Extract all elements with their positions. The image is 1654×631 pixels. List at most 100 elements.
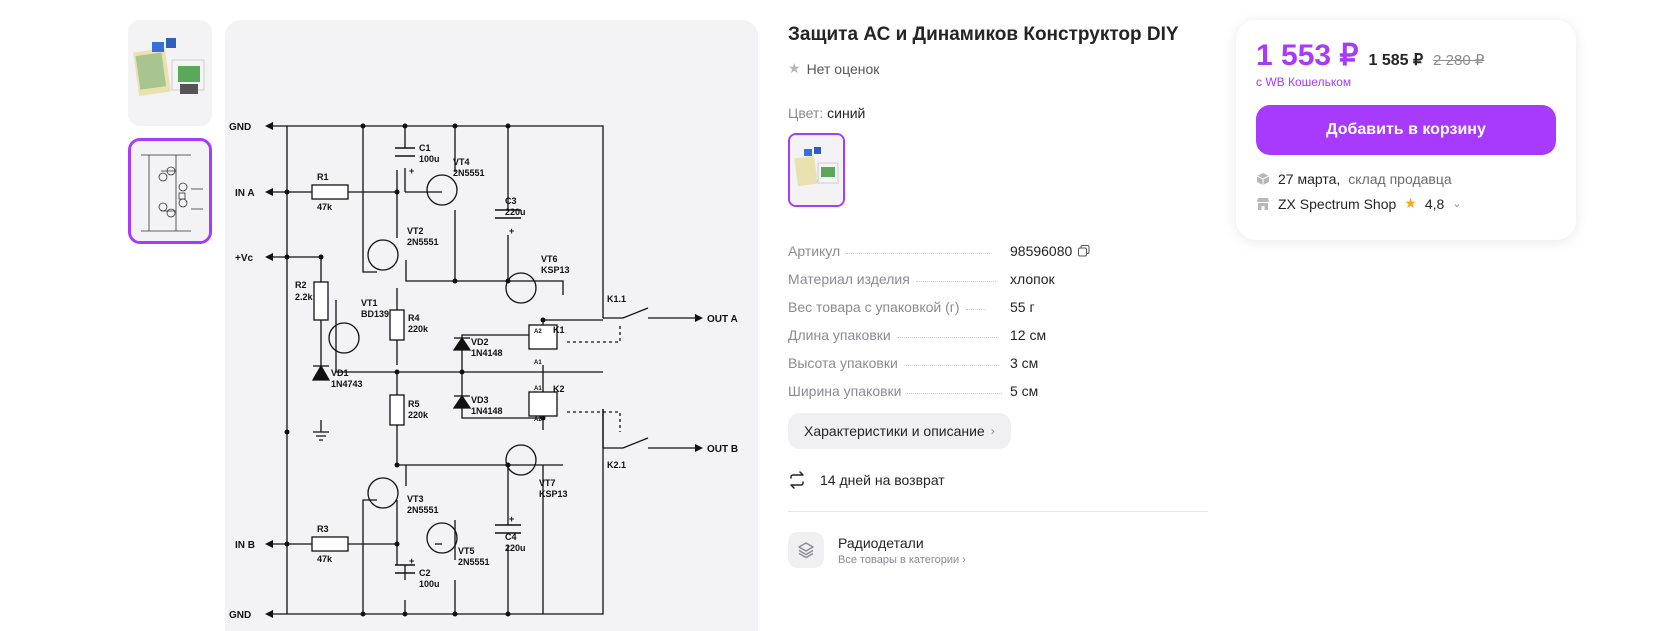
old-price: 2 280 ₽: [1433, 52, 1485, 69]
svg-text:BD139: BD139: [361, 309, 389, 319]
spec-key: Материал изделия: [788, 271, 910, 287]
color-swatch-blue[interactable]: [788, 133, 845, 207]
divider: [788, 511, 1208, 512]
svg-text:R4: R4: [408, 313, 420, 323]
svg-text:2N5551: 2N5551: [407, 505, 439, 515]
swatch-image: [790, 135, 843, 205]
svg-text:1N4743: 1N4743: [331, 379, 363, 389]
add-to-cart-button[interactable]: Добавить в корзину: [1256, 105, 1556, 155]
svg-text:47k: 47k: [317, 202, 333, 212]
svg-text:VD3: VD3: [471, 395, 489, 405]
svg-text:R2: R2: [295, 280, 307, 290]
spec-value: 5 см: [1010, 383, 1039, 399]
svg-text:2N5551: 2N5551: [407, 237, 439, 247]
wallet-note[interactable]: с WB Кошельком: [1256, 75, 1352, 89]
svg-text:OUT B: OUT B: [707, 444, 738, 455]
svg-text:K1.1: K1.1: [607, 294, 626, 304]
svg-text:VT3: VT3: [407, 494, 424, 504]
svg-text:GND: GND: [229, 122, 251, 133]
category-subtitle: Все товары в категории ›: [838, 553, 966, 566]
delivery-date: 27 марта,: [1278, 171, 1341, 187]
thumbnail-kit-photo[interactable]: [128, 20, 212, 126]
return-text: 14 дней на возврат: [820, 472, 945, 488]
spec-row: Высота упаковки 3 см: [788, 343, 1208, 371]
layers-icon: [788, 532, 824, 568]
seller-row[interactable]: ZX Spectrum Shop ★ 4,8 ⌄: [1256, 195, 1556, 212]
svg-text:A1: A1: [534, 386, 542, 392]
star-icon: ★: [788, 60, 801, 76]
svg-text:100u: 100u: [419, 579, 440, 589]
product-title: Защита АС и Динамиков Конструктор DIY: [788, 24, 1179, 45]
spec-value: 55 г: [1010, 299, 1035, 315]
svg-text:A1: A1: [534, 360, 542, 366]
spec-dots: [907, 393, 1003, 394]
rating-text: Нет оценок: [806, 60, 880, 77]
svg-text:R5: R5: [408, 399, 420, 409]
spec-key: Высота упаковки: [788, 355, 898, 371]
svg-text:220u: 220u: [505, 543, 526, 553]
spec-row: Длина упаковки 12 см: [788, 315, 1208, 343]
svg-text:100u: 100u: [419, 154, 440, 164]
svg-text:R3: R3: [317, 524, 329, 534]
svg-text:K2.1: K2.1: [607, 460, 626, 470]
svg-text:VT6: VT6: [541, 254, 558, 264]
color-value: синий: [827, 105, 866, 121]
chevron-down-icon: ⌄: [1452, 198, 1462, 210]
box-icon: [1256, 173, 1270, 185]
svg-text:KSP13: KSP13: [541, 265, 570, 275]
svg-text:+: +: [509, 514, 514, 524]
svg-text:OUT A: OUT A: [707, 314, 738, 325]
store-icon: [1257, 197, 1269, 210]
svg-text:VD1: VD1: [331, 368, 349, 378]
svg-text:C2: C2: [419, 568, 431, 578]
svg-text:2N5551: 2N5551: [458, 557, 490, 567]
svg-text:+: +: [509, 226, 514, 236]
price-card: 1 553 ₽ 1 585 ₽ 2 280 ₽ с WB Кошельком Д…: [1236, 20, 1576, 240]
return-arrows-icon: [790, 471, 804, 489]
delivery-info: 27 марта, склад продавца: [1256, 171, 1556, 187]
svg-text:KSP13: KSP13: [539, 489, 568, 499]
article-number: 98596080: [1010, 243, 1073, 259]
svg-text:K1: K1: [553, 325, 565, 335]
spec-value: 12 см: [1010, 327, 1047, 343]
category-link[interactable]: Радиодетали Все товары в категории ›: [788, 532, 1208, 568]
svg-text:220k: 220k: [408, 410, 429, 420]
spec-value: 3 см: [1010, 355, 1039, 371]
category-title: Радиодетали: [838, 534, 924, 551]
thumbnail-schematic[interactable]: [128, 138, 212, 244]
kit-photo-image: [128, 20, 212, 126]
svg-text:VT7: VT7: [539, 478, 556, 488]
spec-key: Длина упаковки: [788, 327, 891, 343]
spec-key: Ширина упаковки: [788, 383, 902, 399]
spec-value: хлопок: [1010, 271, 1055, 287]
svg-text:VT5: VT5: [458, 546, 475, 556]
details-button[interactable]: Характеристики и описание ›: [788, 413, 1011, 449]
star-icon: ★: [1404, 195, 1417, 211]
seller-name: ZX Spectrum Shop: [1278, 195, 1397, 212]
svg-text:1N4148: 1N4148: [471, 348, 503, 358]
svg-text:A2: A2: [534, 417, 542, 423]
spec-row: Ширина упаковки 5 см: [788, 371, 1208, 399]
copy-icon[interactable]: [1078, 245, 1090, 257]
spec-dots: [846, 253, 993, 254]
rating-row[interactable]: ★ Нет оценок: [788, 60, 1208, 77]
svg-text:VT1: VT1: [361, 298, 378, 308]
svg-text:2N5551: 2N5551: [453, 168, 485, 178]
main-product-image[interactable]: GND IN A +Vc IN B GND R1 47k R2 2.2k R3 …: [225, 20, 758, 631]
spec-dots: [896, 337, 997, 338]
svg-text:VT2: VT2: [407, 226, 424, 236]
svg-text:C1: C1: [419, 143, 431, 153]
spec-dots: [903, 365, 999, 366]
wallet-price: 1 553 ₽: [1256, 39, 1359, 72]
svg-text:K2: K2: [553, 384, 565, 394]
svg-text:GND: GND: [229, 610, 251, 621]
svg-text:C4: C4: [505, 532, 517, 542]
svg-text:1N4148: 1N4148: [471, 406, 503, 416]
return-policy: 14 дней на возврат: [788, 471, 1208, 489]
svg-text:+: +: [409, 166, 414, 176]
svg-text:VD2: VD2: [471, 337, 489, 347]
svg-text:IN A: IN A: [235, 188, 255, 199]
circuit-schematic: GND IN A +Vc IN B GND R1 47k R2 2.2k R3 …: [225, 20, 758, 631]
gallery-thumbnails: [128, 20, 218, 256]
svg-text:220k: 220k: [408, 324, 429, 334]
